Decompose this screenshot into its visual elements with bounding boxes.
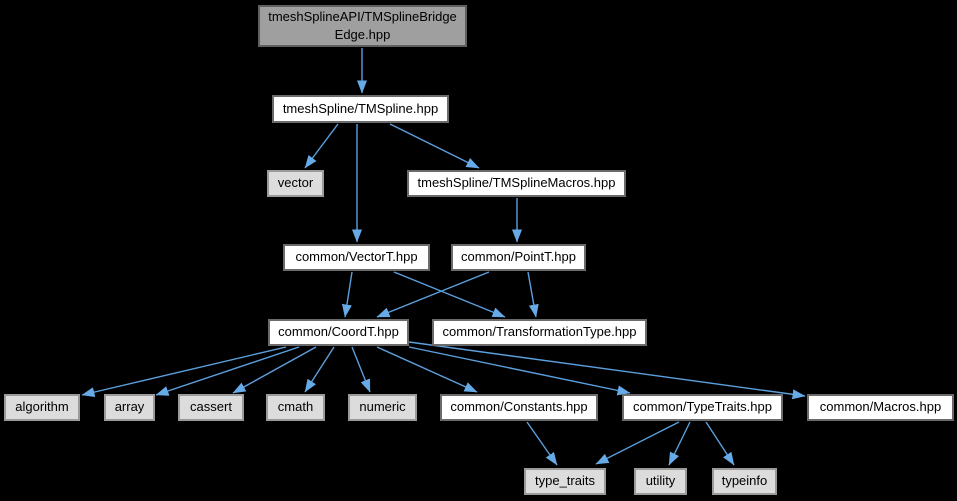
node-cmath: cmath — [266, 394, 325, 421]
edge-tmspline-tmspline-macros — [389, 123, 480, 169]
node-typetraits[interactable]: common/TypeTraits.hpp — [622, 394, 783, 421]
node-tmspline[interactable]: tmeshSpline/TMSpline.hpp — [272, 95, 449, 123]
edge-coordt-algorithm — [81, 346, 287, 398]
node-array: array — [104, 394, 155, 421]
edge-pointt-coordt — [376, 271, 490, 318]
edge-coordt-typetraits — [408, 346, 631, 396]
edge-coordt-array — [155, 346, 300, 396]
edge-pointt-transformation-type — [527, 271, 539, 318]
edge-typetraits-typeinfo — [705, 421, 735, 466]
edge-typetraits-type-traits — [595, 421, 680, 465]
node-tmspline-macros[interactable]: tmeshSpline/TMSplineMacros.hpp — [407, 170, 626, 197]
node-numeric: numeric — [348, 394, 417, 421]
node-type-traits: type_traits — [524, 468, 606, 495]
edges-group — [81, 48, 806, 466]
edge-coordt-numeric — [351, 346, 371, 393]
node-transformation-type[interactable]: common/TransformationType.hpp — [432, 319, 647, 346]
edge-coordt-constants — [376, 346, 478, 393]
node-constants[interactable]: common/Constants.hpp — [440, 394, 598, 421]
node-utility: utility — [634, 468, 687, 495]
node-vector: vector — [267, 170, 324, 197]
node-typeinfo: typeinfo — [712, 468, 777, 495]
edge-coordt-macros — [408, 341, 806, 400]
node-macros[interactable]: common/Macros.hpp — [807, 394, 954, 421]
node-coordt[interactable]: common/CoordT.hpp — [268, 319, 409, 346]
edge-coordt-cmath — [304, 346, 335, 393]
edge-coordt-cassert — [232, 346, 317, 394]
edge-typetraits-utility — [668, 421, 691, 466]
edge-vectort-coordt — [341, 271, 353, 318]
node-cassert: cassert — [178, 394, 244, 421]
node-tmspline-bridge-edge: tmeshSplineAPI/TMSplineBridge Edge.hpp — [258, 5, 467, 47]
node-vectort[interactable]: common/VectorT.hpp — [283, 244, 430, 271]
node-pointt[interactable]: common/PointT.hpp — [451, 244, 586, 271]
edge-vectort-transformation-type — [393, 271, 506, 318]
edge-tmspline-vector — [304, 123, 339, 169]
node-algorithm: algorithm — [4, 394, 80, 421]
edge-constants-type-traits — [526, 421, 558, 466]
